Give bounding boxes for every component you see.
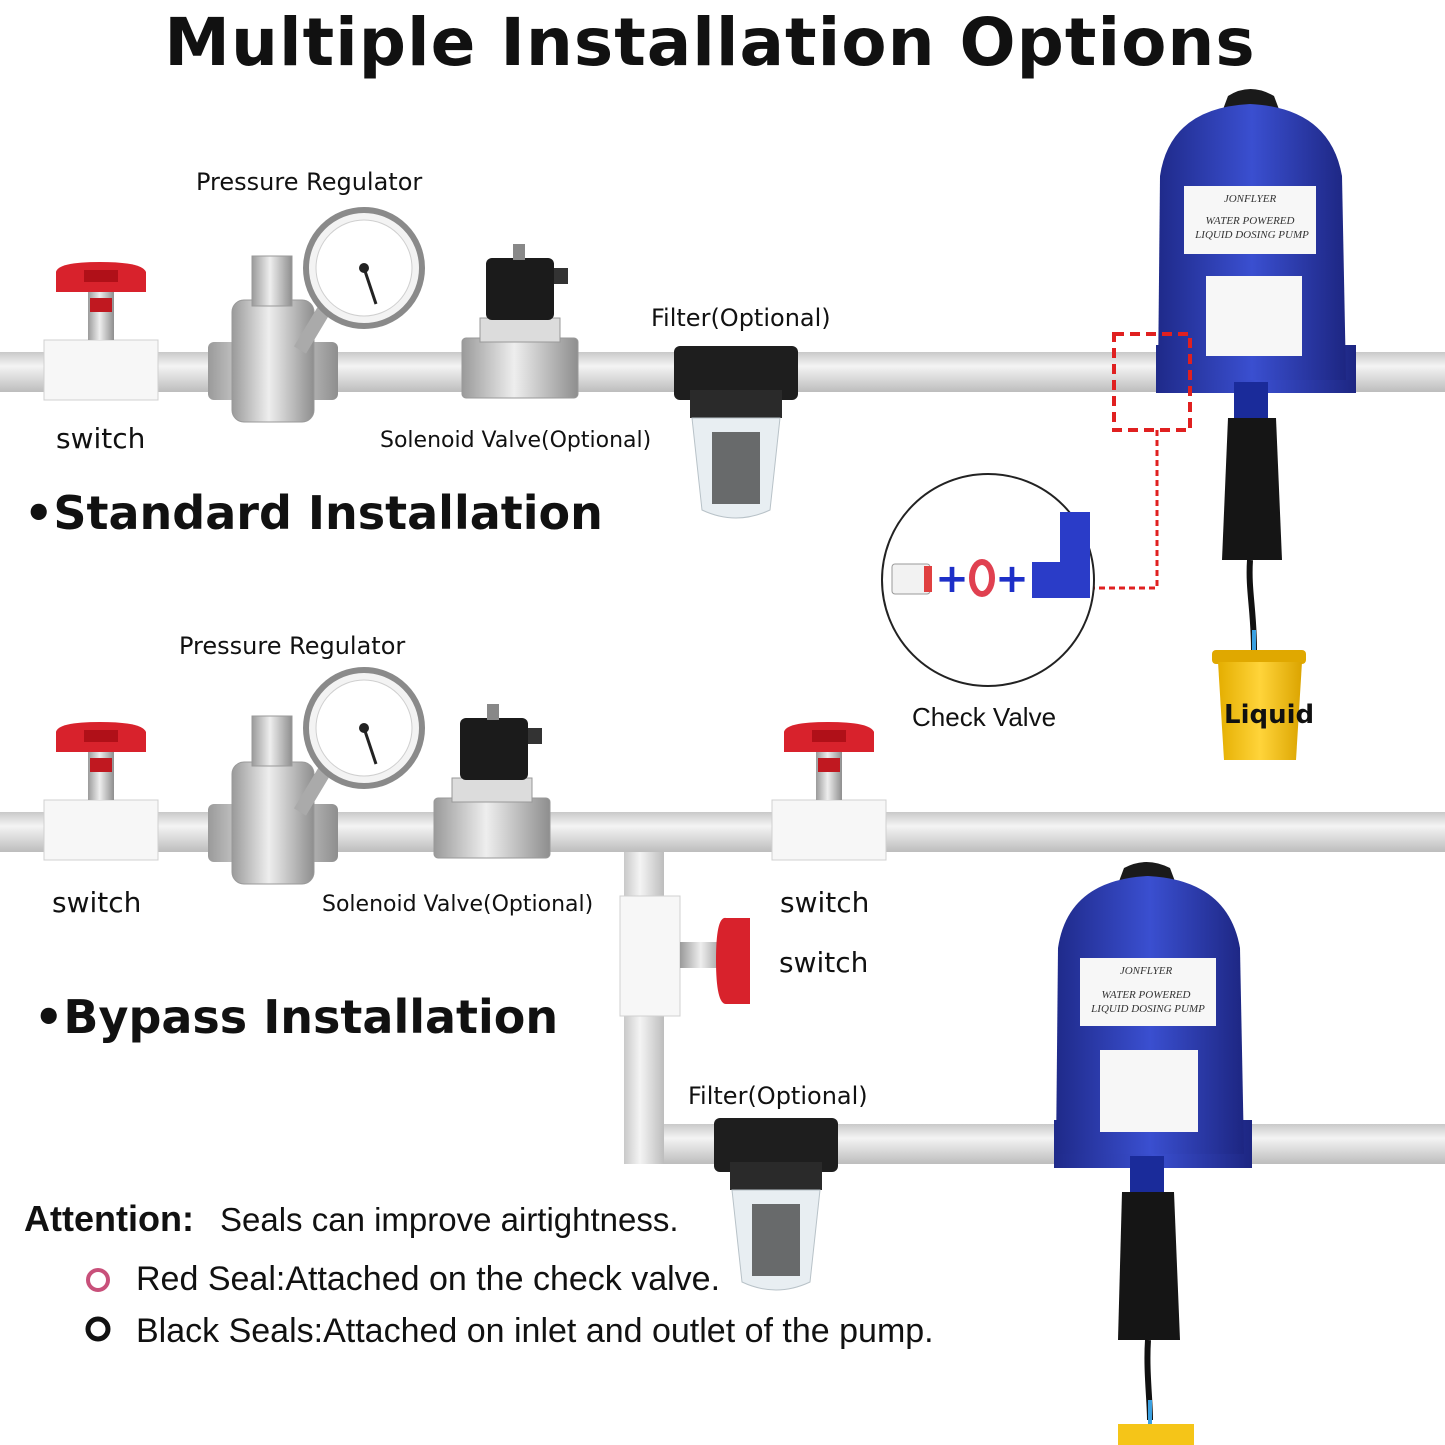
bypass-solenoid-label: Solenoid Valve(Optional) bbox=[322, 892, 594, 917]
bypass-installation-heading: •Bypass Installation bbox=[34, 990, 559, 1044]
bypass-filter bbox=[714, 1118, 838, 1291]
svg-text:+: + bbox=[935, 556, 969, 602]
standard-dosing-pump bbox=[1156, 89, 1356, 660]
standard-pressure-regulator bbox=[208, 207, 425, 423]
standard-pump-line1: WATER POWERED bbox=[1206, 215, 1295, 227]
standard-solenoid-label: Solenoid Valve(Optional) bbox=[380, 428, 652, 453]
liquid-label: Liquid bbox=[1224, 700, 1315, 730]
check-valve-detail: + + bbox=[881, 473, 1095, 687]
standard-pump-line2: LIQUID DOSING PUMP bbox=[1194, 229, 1309, 241]
bypass-switch-valve-vertical bbox=[619, 895, 750, 1017]
attention-label: Attention: bbox=[24, 1198, 194, 1239]
standard-switch-label: switch bbox=[56, 422, 146, 455]
bypass-switch-valve-left bbox=[43, 722, 159, 861]
bypass-solenoid-valve bbox=[433, 704, 551, 859]
black-seal-icon bbox=[85, 1316, 111, 1342]
bypass-pressure-regulator-label: Pressure Regulator bbox=[179, 632, 406, 660]
black-seal-note: Black Seals:Attached on inlet and outlet… bbox=[136, 1312, 934, 1350]
bypass-switch-right-label-1: switch bbox=[780, 886, 870, 919]
bypass-pump-line1: WATER POWERED bbox=[1102, 989, 1191, 1001]
bypass-switch-left-label: switch bbox=[52, 886, 142, 919]
bypass-switch-right-label-2: switch bbox=[779, 946, 869, 979]
bypass-pump-brand: JONFLYER bbox=[1120, 965, 1173, 977]
page-title: Multiple Installation Options bbox=[164, 4, 1256, 81]
standard-solenoid-valve bbox=[461, 244, 579, 399]
standard-pressure-regulator-label: Pressure Regulator bbox=[196, 168, 423, 196]
liquid-bucket bbox=[1212, 650, 1306, 760]
standard-filter-label: Filter(Optional) bbox=[651, 304, 831, 332]
standard-filter bbox=[674, 346, 798, 519]
standard-switch-valve bbox=[43, 262, 159, 401]
red-seal-icon bbox=[86, 1268, 110, 1292]
bypass-switch-valve-right bbox=[771, 722, 887, 861]
bypass-pump-line2: LIQUID DOSING PUMP bbox=[1090, 1003, 1205, 1015]
check-valve-label: Check Valve bbox=[912, 702, 1057, 732]
svg-text:+: + bbox=[995, 556, 1029, 602]
bypass-pressure-regulator bbox=[208, 667, 425, 885]
standard-pump-brand: JONFLYER bbox=[1224, 193, 1277, 205]
bypass-dosing-pump bbox=[1054, 862, 1252, 1445]
attention-text: Seals can improve airtightness. bbox=[220, 1201, 679, 1238]
check-valve-callout bbox=[1092, 332, 1192, 590]
red-seal-note: Red Seal:Attached on the check valve. bbox=[136, 1260, 721, 1298]
bypass-filter-label: Filter(Optional) bbox=[688, 1082, 868, 1110]
standard-installation-heading: •Standard Installation bbox=[24, 486, 603, 540]
